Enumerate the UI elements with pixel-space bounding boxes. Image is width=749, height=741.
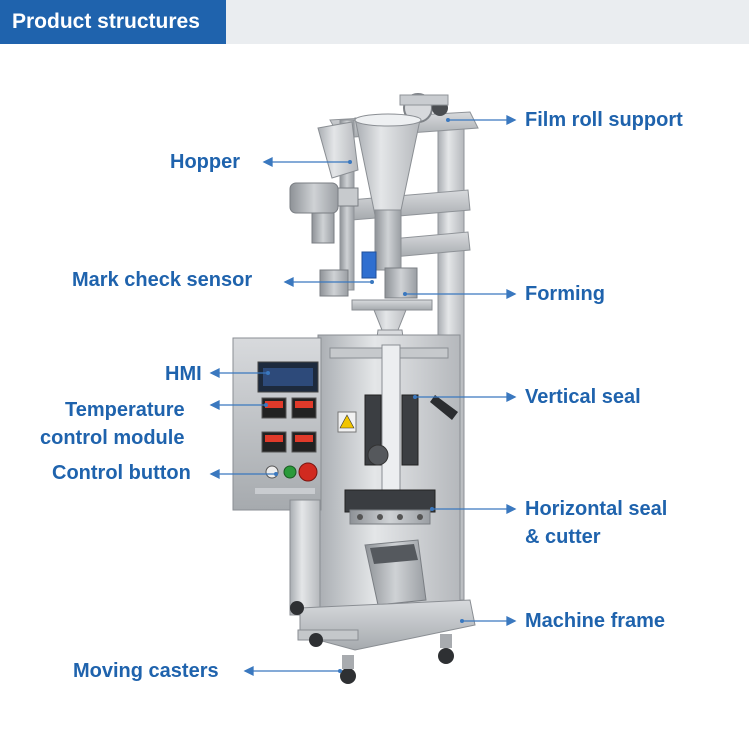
label-film-roll-support: Film roll support xyxy=(525,109,683,131)
arrow-forming-icon xyxy=(506,288,517,300)
machine-frame xyxy=(289,499,476,651)
label-horizontal-seal-line2: & cutter xyxy=(525,526,601,548)
label-hmi: HMI xyxy=(165,363,202,385)
leader-end-dots xyxy=(264,118,464,673)
moving-casters xyxy=(290,601,454,684)
arrow-horizontal-seal-icon xyxy=(506,503,517,515)
dosing-motor xyxy=(289,182,359,244)
arrow-temperature-icon xyxy=(209,399,220,411)
label-temperature-line1: Temperature xyxy=(65,399,185,421)
leader-lines xyxy=(209,114,517,677)
machine-body xyxy=(317,334,461,611)
arrow-mark-check-icon xyxy=(283,276,294,288)
arrow-vertical-seal-icon xyxy=(506,391,517,403)
label-control-button: Control button xyxy=(52,462,191,484)
mark-check-sensor xyxy=(319,251,418,299)
label-forming: Forming xyxy=(525,283,605,305)
label-hopper: Hopper xyxy=(170,151,240,173)
arrow-hmi-icon xyxy=(209,367,220,379)
arrow-moving-casters-icon xyxy=(243,665,254,677)
header-tab: Product structures xyxy=(0,0,226,44)
label-temperature-line2: control module xyxy=(40,427,185,449)
arrow-machine-frame-icon xyxy=(506,615,517,627)
arrow-film-roll-icon xyxy=(506,114,517,126)
arrow-control-button-icon xyxy=(209,468,220,480)
label-horizontal-seal-line1: Horizontal seal xyxy=(525,498,668,520)
label-machine-frame: Machine frame xyxy=(525,610,666,632)
page-title: Product structures xyxy=(12,10,200,33)
control-box xyxy=(232,337,322,511)
arrow-hopper-icon xyxy=(262,156,273,168)
label-vertical-seal: Vertical seal xyxy=(525,386,641,408)
label-mark-check-sensor: Mark check sensor xyxy=(72,269,253,291)
hopper xyxy=(317,113,422,271)
label-moving-casters: Moving casters xyxy=(73,660,219,682)
